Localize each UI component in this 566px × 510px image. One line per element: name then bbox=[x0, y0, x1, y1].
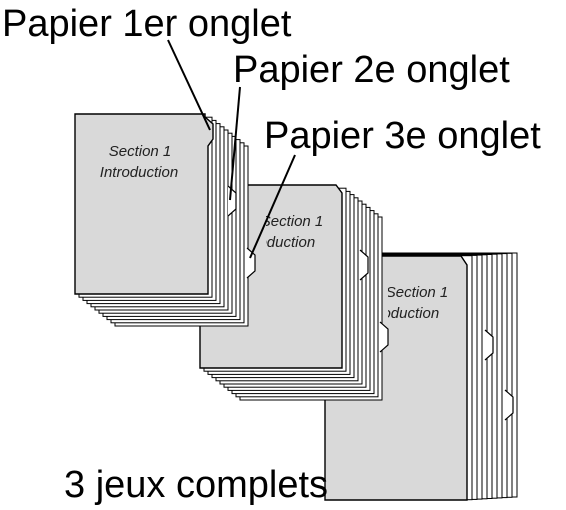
set-1-front-divider bbox=[74, 113, 214, 295]
tab2-leader bbox=[229, 86, 241, 201]
set-3-section-label: Section 1 bbox=[386, 284, 449, 301]
set-3-introduction-label: Introduction bbox=[361, 305, 439, 322]
set-3-second-tab bbox=[484, 329, 494, 361]
set-1-third-tab bbox=[246, 247, 256, 279]
divider-set-1: Section 1 Introduction bbox=[74, 113, 249, 327]
set-2-second-tab bbox=[359, 249, 369, 281]
set-1-introduction-label: Introduction bbox=[100, 164, 178, 181]
tab3-leader bbox=[249, 154, 296, 259]
callout-first-tab: Papier 1er onglet bbox=[2, 3, 292, 45]
leader-lines bbox=[167, 39, 296, 259]
callout-complete-sets: 3 jeux complets bbox=[64, 464, 328, 506]
set-2-third-tab bbox=[379, 321, 389, 353]
callout-third-tab: Papier 3e onglet bbox=[264, 115, 541, 157]
set-2-section-label: Section 1 bbox=[261, 213, 324, 230]
callout-second-tab: Papier 2e onglet bbox=[233, 49, 510, 91]
set-2-introduction-label: Introduction bbox=[237, 234, 315, 251]
set-3-third-tab bbox=[504, 389, 514, 421]
set-1-section-label: Section 1 bbox=[109, 143, 172, 160]
tab1-leader bbox=[167, 39, 211, 131]
